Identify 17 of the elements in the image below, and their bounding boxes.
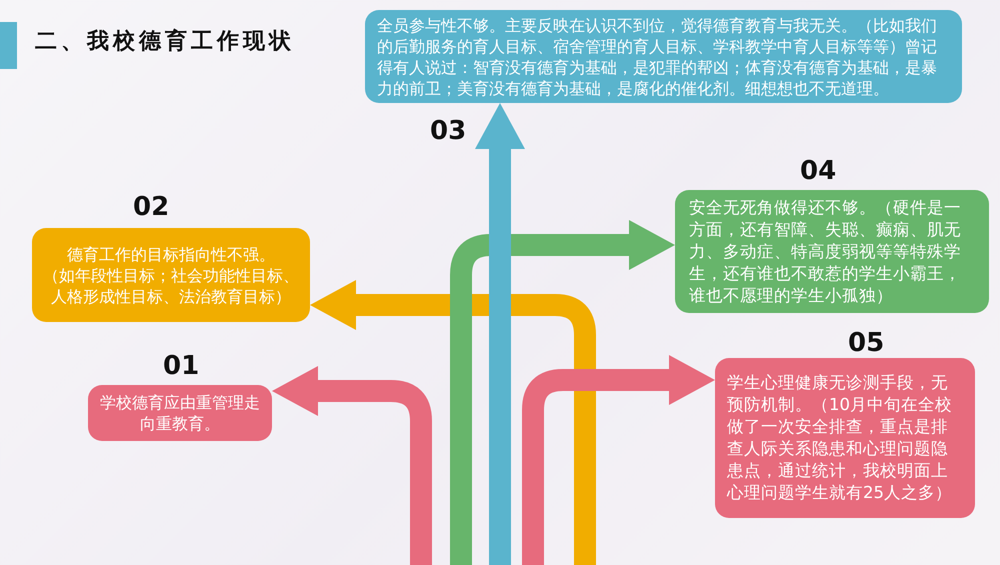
step-number: 02 [133,192,170,222]
step-number: 05 [848,328,884,358]
description-text: （如年段性目标；社会功能性目标、人格形成性目标、法治教育目标） [42,264,300,306]
arrow [310,280,596,565]
arrow [475,103,525,565]
description-text: 学生心理健康无诊测手段，无预防机制。（10月中旬在全校做了一次安全排查，重点是排查人际关系隐患和心理问题隐患点，通过统计，我校明面上心理问题学生就有25人之多） [727,372,953,504]
step-number: 03 [430,116,466,146]
step-number: 04 [800,156,836,186]
arrow [450,220,675,565]
description-text: 全员参与性不够。主要反映在认识不到位，觉得德育教育与我无关。（比如我们的后勤服务的育人目标、宿舍管理的育人目标、学科教学中育人目标等等）曾记得有人说过：智育没有德育为基础，是犯罪的帮凶；体育没有德育为基础，是暴力的前卫；美育没有德育为基础，是腐化的催化剂。细想想也不无道理。 [377,14,938,98]
description-text: 学校德育应由重管理走向重教育。 [99,392,261,434]
slide-title: 二、我校德育工作现状 [35,28,295,56]
description-text: 德育工作的目标指向性不强。 [66,244,276,264]
arrow [272,366,432,565]
arrow [522,355,715,565]
step-number: 01 [163,351,200,381]
description-text: 安全无死角做得还不够。（硬件是一方面，还有智障、失聪、癫痫、肌无力、多动症、特高度弱视等等特殊学生，还有谁也不敢惹的学生小霸王，谁也不愿理的学生小孤独） [689,196,962,306]
